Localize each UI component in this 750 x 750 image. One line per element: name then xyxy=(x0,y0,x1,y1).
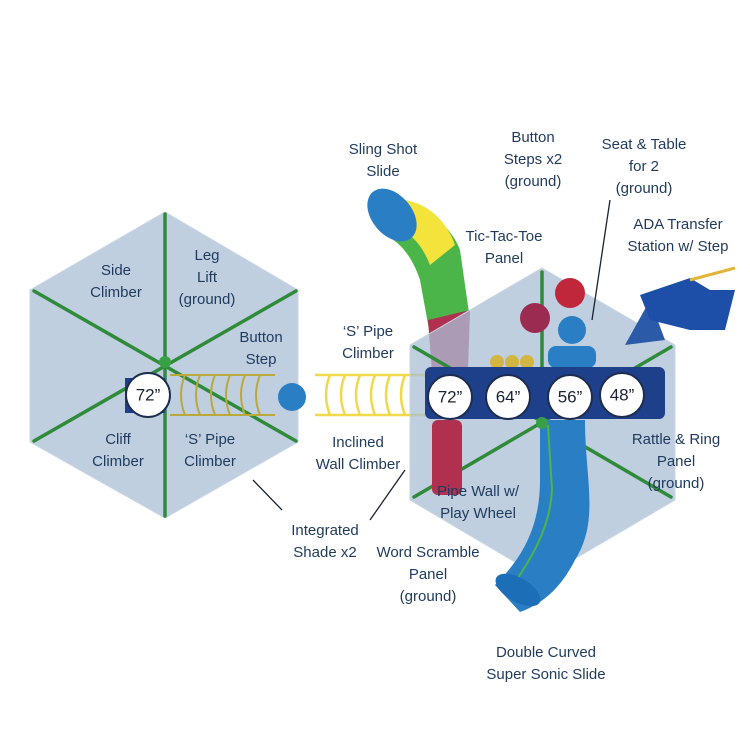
shade-leader-left xyxy=(252,479,283,511)
height-marker-72: 72” xyxy=(427,374,473,420)
double-curved-super-sonic-slide xyxy=(495,420,590,612)
svg-text:56”: 56” xyxy=(558,388,583,407)
button-steps-ground xyxy=(555,278,585,308)
shade-leader-right xyxy=(369,469,406,521)
seat-and-table xyxy=(548,316,596,368)
height-marker-left-deck: 72” xyxy=(125,372,171,418)
s-pipe-climber-bridge xyxy=(315,373,428,417)
s-pipe-climber-left xyxy=(170,374,275,416)
svg-text:72”: 72” xyxy=(136,386,161,405)
label-pipe-wall: Pipe Wall w/Play Wheel xyxy=(437,483,520,522)
svg-text:48”: 48” xyxy=(610,386,635,405)
height-marker-64: 64” xyxy=(485,374,531,420)
height-marker-48: 48” xyxy=(599,372,645,418)
button-steps-ground-2 xyxy=(520,303,550,333)
ada-transfer-station xyxy=(625,266,736,345)
svg-text:72”: 72” xyxy=(438,388,463,407)
svg-text:64”: 64” xyxy=(496,388,521,407)
seat-table-leader xyxy=(591,199,611,321)
inclined-wall-climber xyxy=(432,420,462,495)
height-marker-56: 56” xyxy=(547,374,593,420)
button-step xyxy=(278,383,306,411)
tic-tac-toe-panel xyxy=(490,355,534,369)
